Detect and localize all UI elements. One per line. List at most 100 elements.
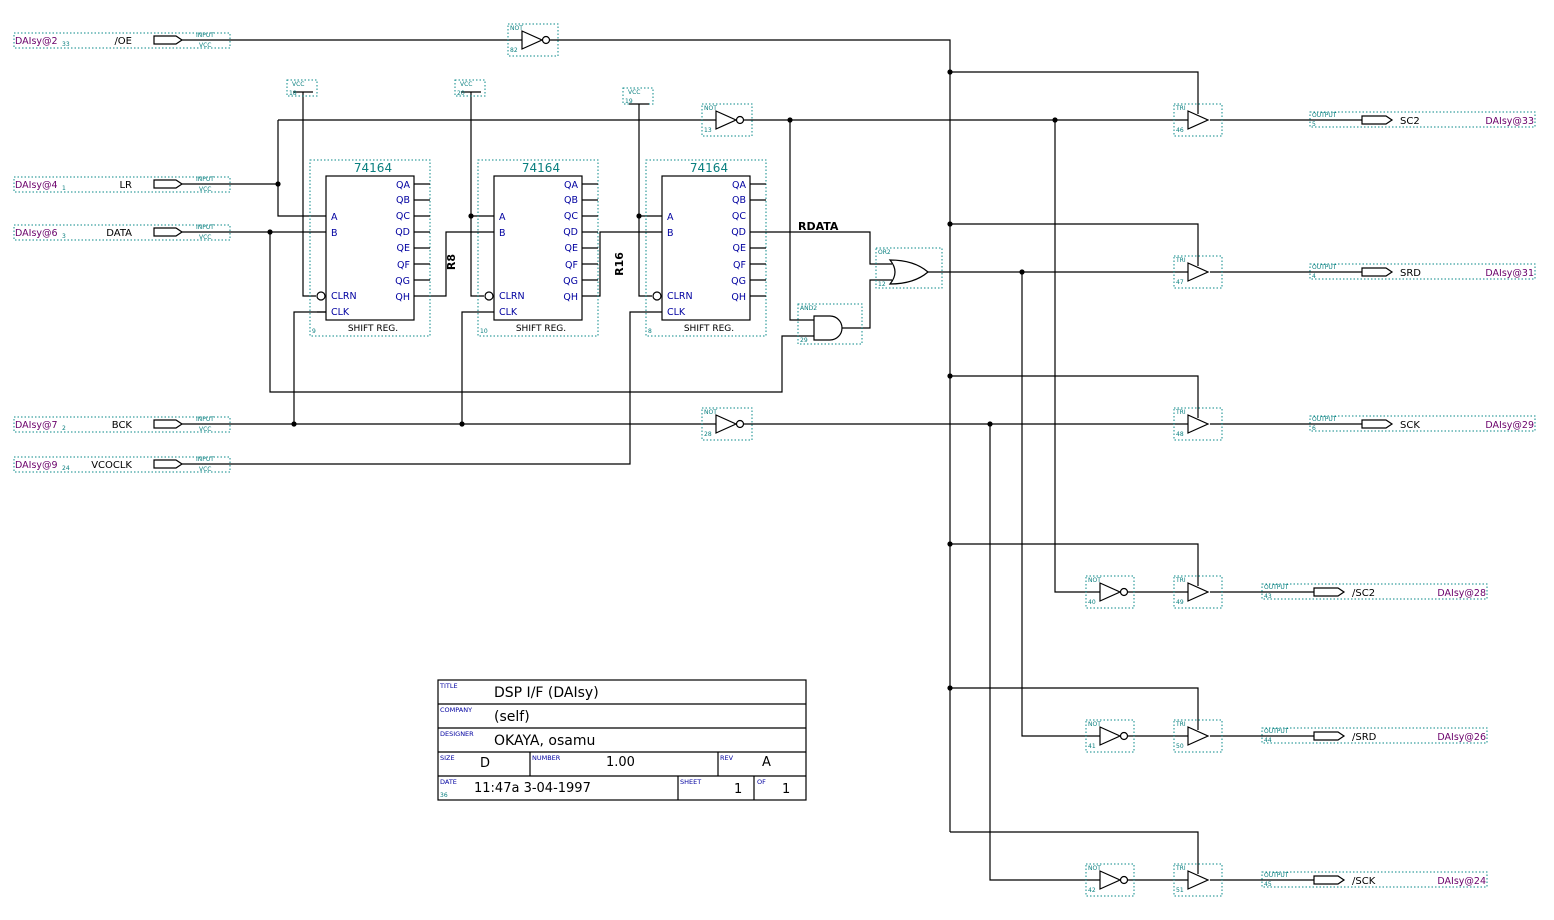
net-label-rdata: RDATA <box>798 220 839 233</box>
svg-text:VCC: VCC <box>199 186 211 193</box>
svg-text:42: 42 <box>1088 887 1096 894</box>
net-label-r16: R16 <box>613 252 626 276</box>
svg-text:48: 48 <box>1176 431 1184 438</box>
not-gate-lr: NOT 13 <box>701 103 753 137</box>
part-label: SHIFT REG. <box>348 324 398 334</box>
input-bck: DAIsy@7 2 BCK INPUT VCC <box>13 416 231 433</box>
tri-buffer-5: TRI 50 <box>1173 719 1223 753</box>
pin-qh: QH <box>731 292 746 303</box>
svg-text:TITLE: TITLE <box>439 682 458 690</box>
rev-value: A <box>762 755 771 770</box>
number-value: 1.00 <box>606 755 635 770</box>
pin-qb: QB <box>564 195 578 206</box>
svg-text:43: 43 <box>1264 593 1272 600</box>
of-value: 1 <box>782 782 790 797</box>
pin-qd: QD <box>563 227 578 238</box>
dal-label: DAIsy@9 <box>15 460 58 471</box>
input-name: LR <box>119 180 132 191</box>
designer-value: OKAYA, osamu <box>494 733 595 749</box>
pin-qf: QF <box>565 260 578 271</box>
pin-qb: QB <box>396 195 410 206</box>
svg-text:TRI: TRI <box>1175 577 1186 584</box>
pin-qd: QD <box>395 227 410 238</box>
svg-text:8: 8 <box>648 328 652 335</box>
tri-buffer-3: TRI 48 <box>1173 407 1223 441</box>
size-value: D <box>480 756 490 771</box>
part-label: SHIFT REG. <box>684 324 734 334</box>
not-gate-oe: NOT 82 <box>507 23 559 57</box>
svg-text:51: 51 <box>1176 887 1184 894</box>
pin-number: 3 <box>62 233 66 240</box>
pin-qd: QD <box>731 227 746 238</box>
wires <box>182 39 1362 881</box>
output-name: /SCK <box>1352 876 1376 887</box>
svg-text:INPUT: INPUT <box>196 456 214 463</box>
svg-text:NOT: NOT <box>704 409 717 416</box>
svg-text:20: 20 <box>457 90 465 97</box>
or-gate: OR2 12 <box>875 247 943 289</box>
pin-number: 1 <box>62 185 66 192</box>
pin-clrn: CLRN <box>331 291 357 302</box>
pin-b: B <box>667 228 674 239</box>
svg-text:45: 45 <box>1264 881 1272 888</box>
junction-dots <box>267 69 1058 691</box>
svg-text:VCC: VCC <box>628 89 640 96</box>
svg-text:DESIGNER: DESIGNER <box>440 730 474 738</box>
pin-qa: QA <box>396 180 410 191</box>
svg-text:44: 44 <box>1264 737 1272 744</box>
svg-text:13: 13 <box>704 127 712 134</box>
tri-buffer-2: TRI 47 <box>1173 255 1223 289</box>
svg-text:5: 5 <box>1312 121 1316 128</box>
svg-text:VCC: VCC <box>199 426 211 433</box>
svg-text:NOT: NOT <box>1088 577 1101 584</box>
input-lr: DAIsy@4 1 LR INPUT VCC <box>13 176 231 193</box>
svg-text:NOT: NOT <box>510 25 523 32</box>
output-sc2: OUTPUT 5 SC2 DAIsy@33 <box>1309 111 1536 128</box>
pin-qf: QF <box>397 260 410 271</box>
svg-text:OR2: OR2 <box>878 249 891 256</box>
svg-text:36: 36 <box>440 792 448 799</box>
output-nsck: OUTPUT 45 /SCK DAIsy@24 <box>1261 871 1488 888</box>
svg-text:TRI: TRI <box>1175 409 1186 416</box>
svg-text:NOT: NOT <box>1088 721 1101 728</box>
vcc-symbol-2: VCC 20 <box>454 79 486 97</box>
tri-buffer-6: TRI 51 <box>1173 863 1223 897</box>
svg-text:COMPANY: COMPANY <box>440 706 472 714</box>
svg-text:50: 50 <box>1176 743 1184 750</box>
pin-qc: QC <box>564 211 578 222</box>
vcc-symbol-3: VCC 19 <box>622 87 654 105</box>
dal-label: DAIsy@26 <box>1437 732 1486 743</box>
pin-clk: CLK <box>331 307 350 318</box>
not-gate-srd: NOT 41 <box>1085 719 1135 753</box>
part-number: 74164 <box>522 161 560 175</box>
pin-qe: QE <box>565 243 578 254</box>
output-name: /SC2 <box>1352 588 1375 599</box>
svg-text:REV: REV <box>720 754 734 762</box>
pin-qg: QG <box>563 276 578 287</box>
and-gate: AND2 29 <box>797 303 863 345</box>
svg-text:SHEET: SHEET <box>680 778 701 786</box>
shift-register-1: 74164 SHIFT REG. 9 <box>309 159 431 337</box>
pin-qb: QB <box>732 195 746 206</box>
input-name: BCK <box>112 420 133 431</box>
svg-text:INPUT: INPUT <box>196 224 214 231</box>
output-srd: OUTPUT 4 SRD DAIsy@31 <box>1309 263 1536 280</box>
pin-a: A <box>331 212 338 223</box>
output-name: SC2 <box>1400 116 1420 127</box>
pin-clrn: CLRN <box>667 291 693 302</box>
input-name: /OE <box>114 36 132 47</box>
svg-text:INPUT: INPUT <box>196 176 214 183</box>
pin-qg: QG <box>731 276 746 287</box>
title-value: DSP I/F (DAIsy) <box>494 685 599 701</box>
pin-a: A <box>499 212 506 223</box>
net-label-r8: R8 <box>445 254 458 270</box>
svg-text:OUTPUT: OUTPUT <box>1264 584 1289 591</box>
svg-text:DATE: DATE <box>440 778 457 786</box>
pin-clk: CLK <box>667 307 686 318</box>
svg-text:10: 10 <box>480 328 488 335</box>
svg-text:VCC: VCC <box>199 234 211 241</box>
svg-text:TRI: TRI <box>1175 865 1186 872</box>
not-gate-sc2: NOT 40 <box>1085 575 1135 609</box>
svg-text:40: 40 <box>1088 599 1096 606</box>
input-data: DAIsy@6 3 DATA INPUT VCC <box>13 224 231 241</box>
